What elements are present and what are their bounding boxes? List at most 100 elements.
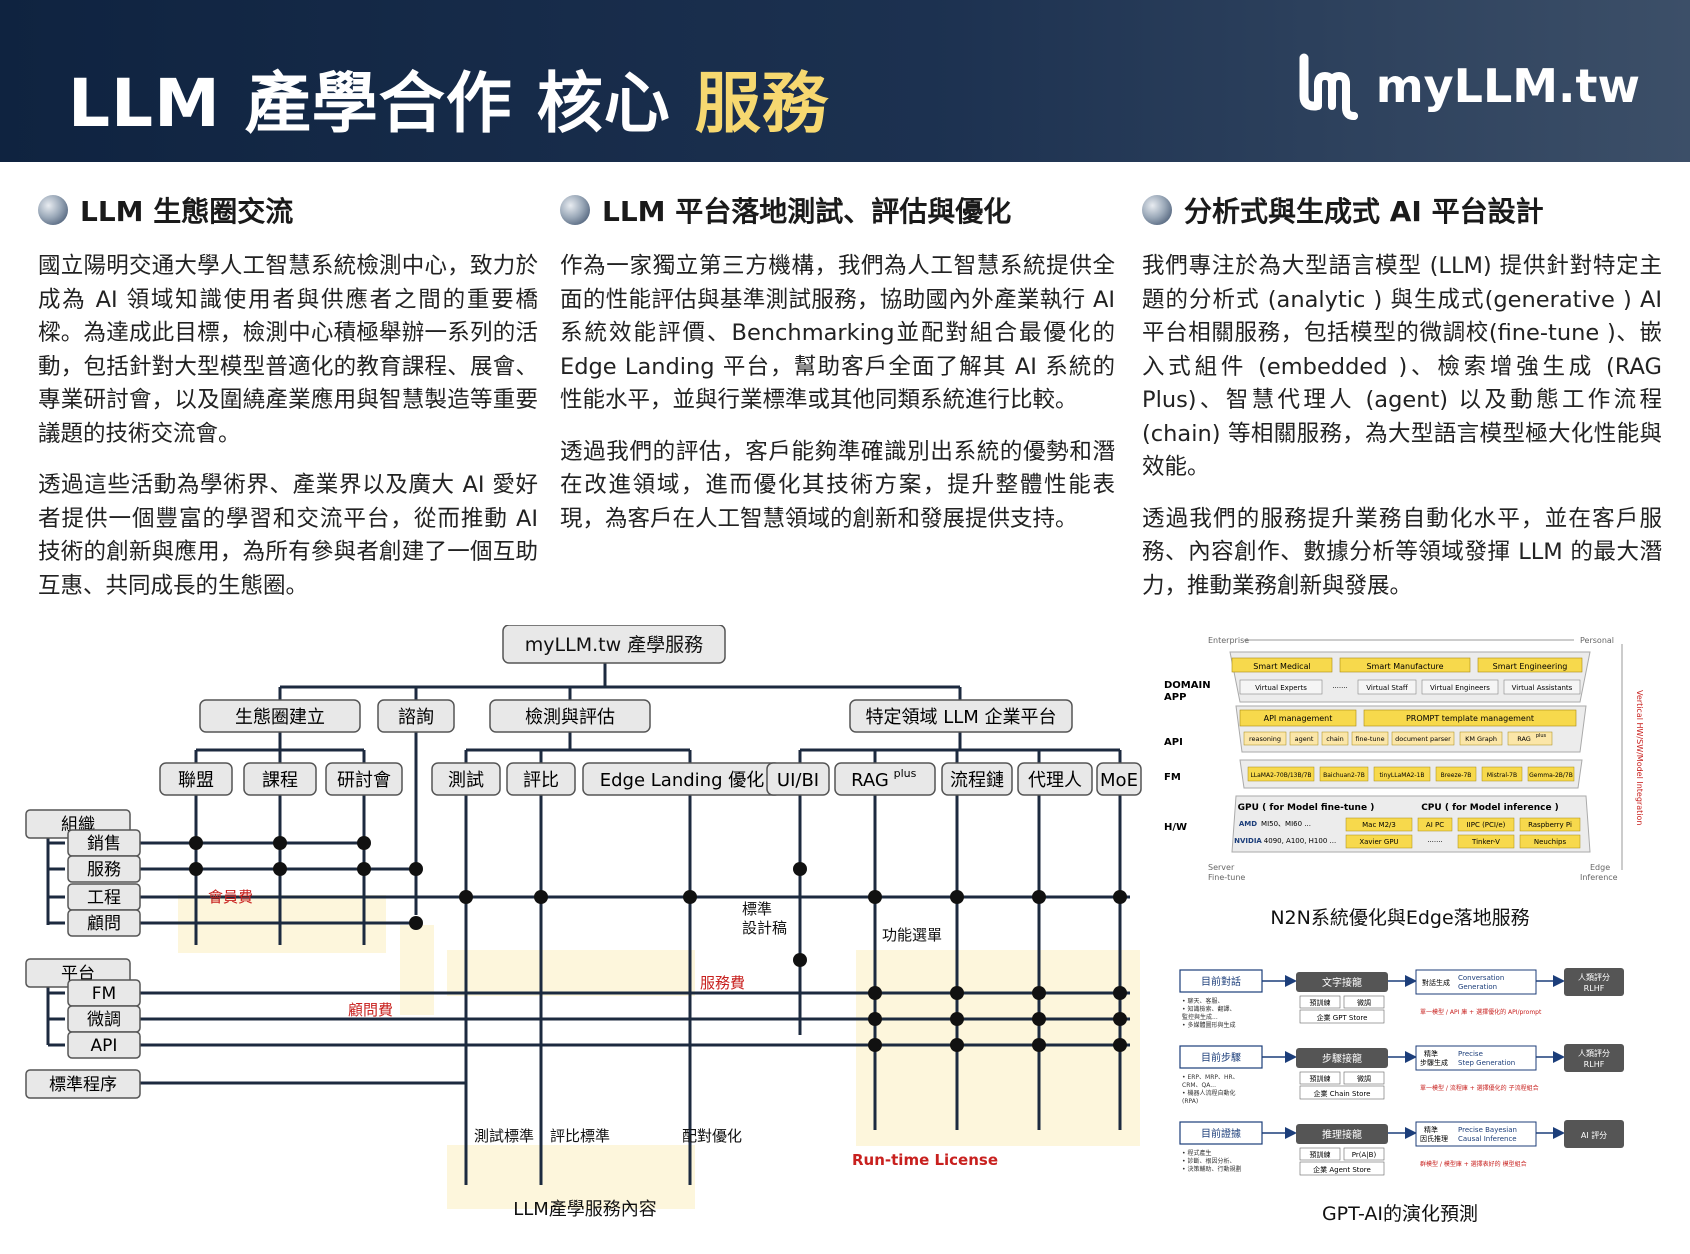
client-node-sales[interactable]: 銷售 [67,829,141,857]
client-node-advisor[interactable]: 顧問 [67,909,141,937]
api-finetune: fine-tune [1355,735,1384,743]
domain-smart-medical: Smart Medical [1253,662,1310,671]
fm-baichuan2: Baichuan2-7B [1323,772,1365,779]
paragraph: 透過我們的服務提升業務自動化水平，並在客戶服務、內容創作、數據分析等領域發揮 L… [1142,505,1662,599]
gpt-left-label: 目前步驟 [1201,1051,1241,1064]
category-label: 檢測與評估 [525,707,615,728]
client-node-fm[interactable]: FM [67,979,141,1007]
column-ai-platform-design: 分析式與生成式 AI 平台設計 我們專注於為大型語言模型 (LLM) 提供針對特… [1142,188,1662,621]
service-node-uibi[interactable]: UI/BI [766,762,830,796]
brand[interactable]: myLLM.tw [1294,50,1640,122]
client-label: FM [92,984,116,1004]
root-label: myLLM.tw 產學服務 [525,634,703,656]
gpt-mid-label: 推理接龍 [1322,1128,1362,1141]
header-banner: LLM 產學合作 核心 服務 myLLM.tw [0,0,1690,162]
row-label-domain: DOMAIN [1164,680,1211,691]
gpt-right-en: Causal Inference [1458,1135,1517,1143]
service-label: 測試 [448,770,484,791]
client-label: 銷售 [87,834,121,854]
column-title: 分析式與生成式 AI 平台設計 [1184,195,1544,228]
tree-connectors [194,655,1122,915]
app-ellipsis: ······· [1332,684,1348,692]
gpt-chip: 預訓練 [1310,1150,1331,1159]
category-node-ecosystem[interactable]: 生態圈建立 [199,699,361,733]
row-label-fm: FM [1164,772,1181,783]
paragraph: 作為一家獨立第三方機構，我們為人工智慧系統提供全面的性能評估與基準測試服務，協助… [560,253,1115,413]
hw-nvidia: NVIDIA [1234,837,1262,845]
runtime-license-label: Run-time License [852,1151,998,1169]
gpt-note: 監控與生成... [1182,1013,1218,1021]
api-document-parser: document parser [1395,735,1451,743]
feature-menu-label: 功能選單 [882,926,942,944]
standards-zone [447,1145,695,1209]
gpt-row-steps: 目前步驟 • ERP、MRP、HR、 CRM、QA... • 機器人流程自動化 … [1179,1044,1624,1105]
hw-amd: AMD [1239,820,1257,828]
gpt-note: CRM、QA... [1182,1082,1216,1089]
gpt-chip: Pr(A|B) [1352,1151,1377,1159]
consulting-fee-label: 顧問費 [348,1001,393,1019]
client-node-service[interactable]: 服務 [67,855,141,883]
gpt-eval: RLHF [1584,1060,1605,1069]
cpu-title: CPU ( for Model inference ) [1421,803,1559,813]
prompt-template-management: PROMPT template management [1406,714,1534,723]
sphere-bullet-icon [1142,195,1172,225]
column-header: LLM 生態圈交流 [38,188,538,232]
fm-gemma: Gemma-2B/7B [1529,772,1573,779]
hw-ellipsis: ······· [1427,838,1443,846]
service-label: 流程鏈 [950,770,1004,791]
design-label-1: 標準 [742,900,772,918]
client-node-standard-procedure[interactable]: 標準程序 [25,1069,141,1099]
n2n-caption: N2N系統優化與Edge落地服務 [1270,907,1529,929]
domain-smart-manufacture: Smart Manufacture [1366,662,1443,671]
service-node-edge-landing[interactable]: Edge Landing 優化 [582,762,782,796]
column-header: LLM 平台落地測試、評估與優化 [560,188,1115,232]
category-node-testing[interactable]: 檢測與評估 [489,699,651,733]
category-node-domain-platform[interactable]: 特定領域 LLM 企業平台 [849,699,1073,733]
gpt-chip: 微調 [1357,998,1371,1007]
gpt-note: • 知識檢索、翻譯、 [1182,1005,1235,1013]
service-node-benchmark[interactable]: 評比 [506,762,576,796]
gpt-row-evidence: 目前證據 • 程式產生 • 診斷、根因分析、 • 決策輔助、行動規劃 推理接龍 … [1179,1120,1624,1176]
service-node-workflow[interactable]: 流程鏈 [941,762,1013,796]
gpt-note: (RPA) [1182,1098,1198,1105]
service-node-moe[interactable]: MoE [1096,762,1142,796]
test-standard-label: 測試標準 [474,1127,534,1145]
api-agent: agent [1295,735,1314,743]
client-label: 微調 [87,1010,121,1030]
gpt-right-cn: 精準 [1424,1049,1438,1058]
client-node-finetune[interactable]: 微調 [67,1005,141,1033]
gpt-right-en: Conversation [1458,974,1504,982]
corner-enterprise: Enterprise [1208,636,1249,645]
sphere-bullet-icon [560,195,590,225]
client-label: 服務 [87,860,121,880]
service-fee-label: 服務費 [700,974,745,992]
service-node-test[interactable]: 測試 [431,762,501,796]
api-rag: RAG [1517,735,1531,743]
service-label-superscript: plus [894,767,917,780]
service-node-course[interactable]: 課程 [243,762,317,796]
gpu-title: GPU ( for Model fine-tune ) [1238,803,1375,813]
category-node-consulting[interactable]: 諮詢 [377,699,455,733]
root-node[interactable]: myLLM.tw 產學服務 [502,625,726,664]
service-node-seminar[interactable]: 研討會 [325,762,403,796]
row-label-app: APP [1164,692,1186,703]
category-label: 諮詢 [398,707,434,728]
gpt-eval: 人類評分 [1578,972,1610,982]
service-node-alliance[interactable]: 聯盟 [159,762,233,796]
hw-iipc: IIPC (PCI/e) [1467,821,1506,829]
client-node-api[interactable]: API [67,1031,141,1059]
category-label: 特定領域 LLM 企業平台 [865,707,1056,728]
service-node-rag-plus[interactable]: RAG plus [834,762,936,796]
right-diagrams: Enterprise Personal Server Fine-tune Edg… [1164,636,1644,1225]
app-virtual-staff: Virtual Staff [1366,684,1408,692]
myllm-logo-icon [1299,53,1358,120]
benchmark-standard-label: 評比標準 [550,1127,610,1145]
client-node-engineering[interactable]: 工程 [67,883,141,911]
service-node-agent[interactable]: 代理人 [1017,762,1093,796]
feature-zone [856,950,1140,1146]
n2n-diagram: Enterprise Personal Server Fine-tune Edg… [1164,636,1644,929]
gpt-note: • 機器人流程自動化 [1182,1089,1235,1097]
fm-mistral: Mistral-7B [1487,772,1517,779]
client-label: API [91,1036,118,1056]
gpt-eval: AI 評分 [1581,1130,1607,1140]
